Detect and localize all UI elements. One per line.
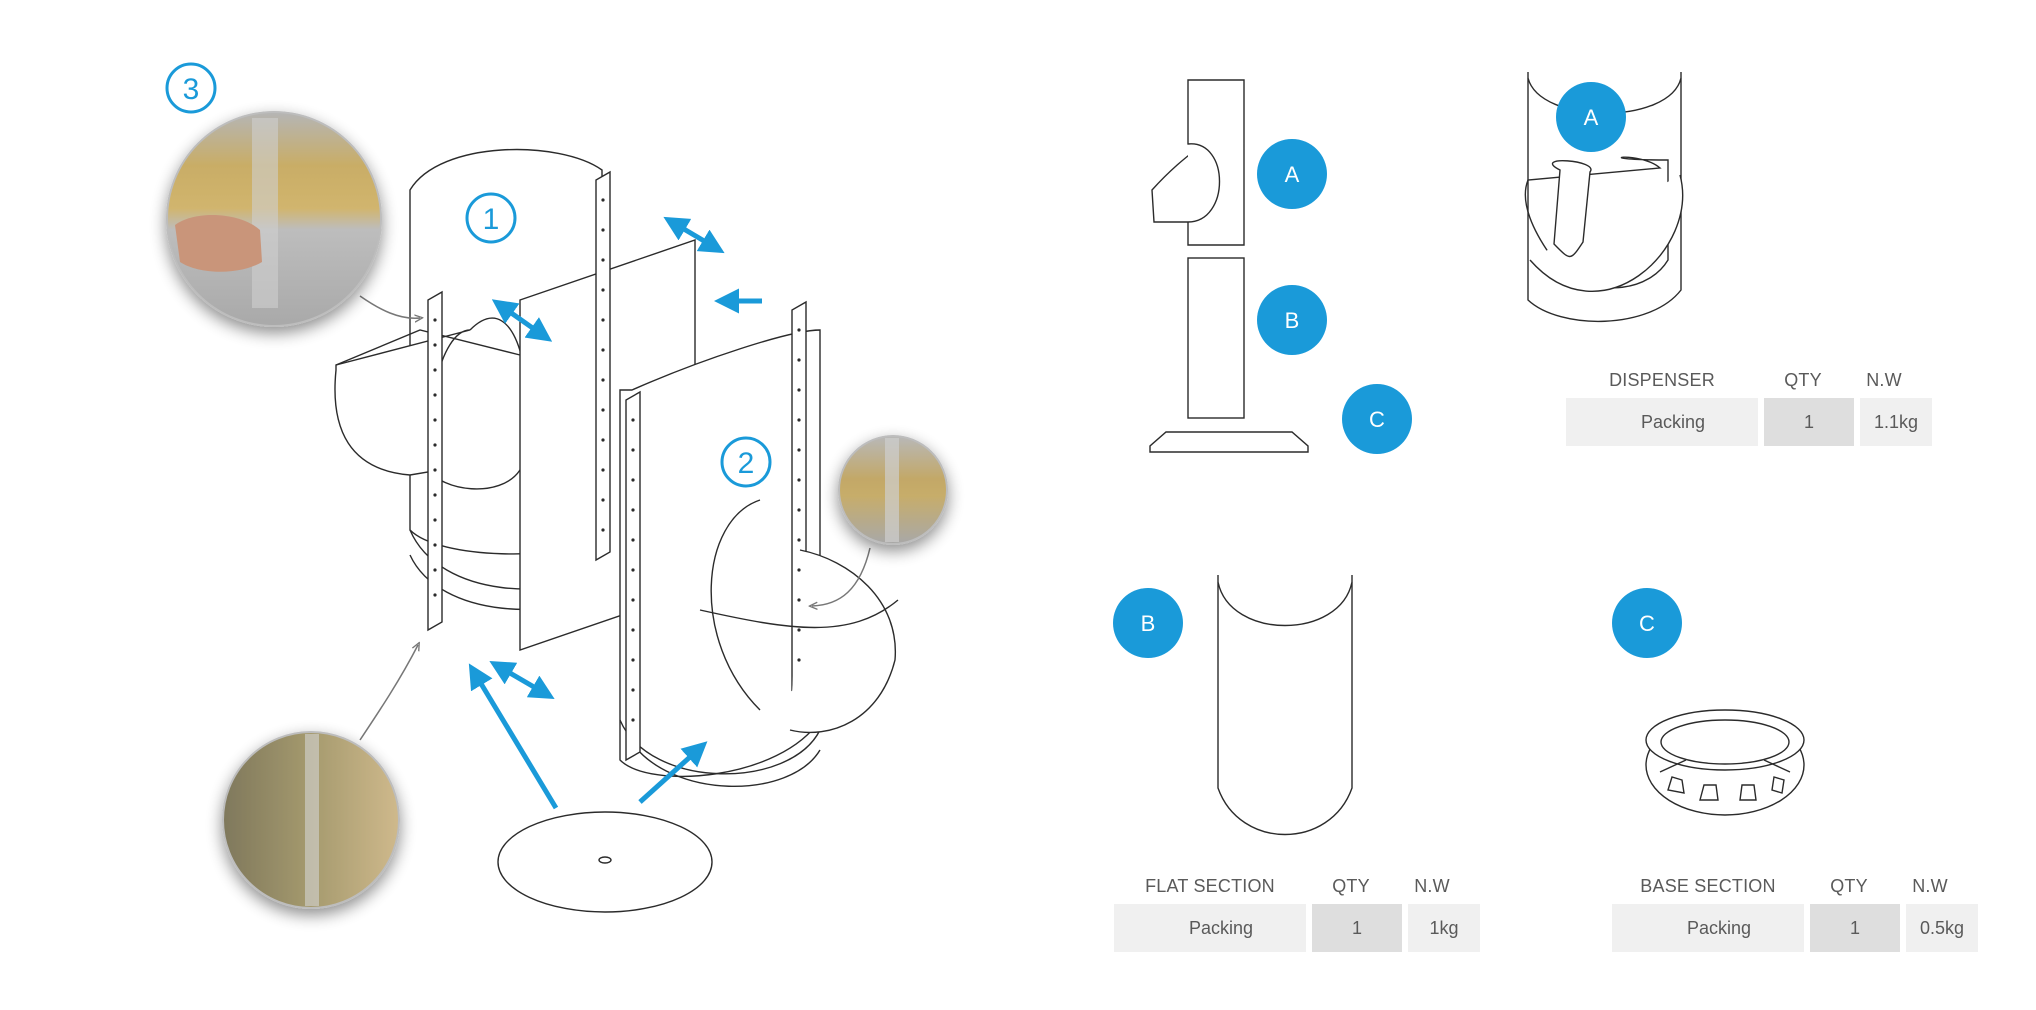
step-label-2-ring [720,436,772,488]
flat-spec-table: FLAT SECTION QTY N.W Packing 1 1kg [1114,868,1480,952]
step-labels: 3 1 2 [165,62,772,488]
double-arrow-bottom [489,660,555,700]
step-label-1-ring [465,192,517,244]
step-label-3-ring [165,62,217,114]
stacked-overview [1149,79,1309,453]
base-row-nw: 0.5kg [1906,904,1978,952]
overview-base [1149,431,1309,453]
base-row-qty: 1 [1810,904,1900,952]
dispenser-bowl-right [789,549,896,734]
perforations [433,198,801,722]
dispenser-badge-label: A [1584,105,1599,130]
flat-row-qty: 1 [1312,904,1402,952]
dispenser-header-qty: QTY [1784,370,1822,390]
base-disc [497,811,713,913]
perforated-strip-left [427,290,443,632]
assembly-arrows [468,216,762,810]
dispenser-row-nw: 1.1kg [1860,398,1932,446]
dispenser-badge: A [1556,82,1626,152]
overview-label-c: C [1369,407,1385,432]
exploded-view [334,148,899,913]
photo-callout-hinge [222,731,400,909]
base-row-label: Packing [1612,904,1804,952]
step-label-3: 3 [183,73,200,106]
callout-arrows [359,295,871,741]
flat-header-title: FLAT SECTION [1145,876,1275,896]
dispenser-row-label: Packing [1566,398,1758,446]
dispenser-header-nw: N.W [1866,370,1902,390]
photo-callout-strip [838,435,948,545]
photo-callout-hand [166,111,382,327]
base-section-drawing [1645,709,1805,816]
flat-row-label: Packing [1114,904,1306,952]
overview-labels: A B C [1257,139,1412,454]
base-badge: C [1612,588,1682,658]
base-spec-table: BASE SECTION QTY N.W Packing 1 0.5kg [1612,868,1978,952]
base-header-nw: N.W [1912,876,1948,896]
double-arrow-top [663,216,725,254]
flat-header-qty: QTY [1332,876,1370,896]
overview-label-a: A [1285,162,1300,187]
flat-badge-label: B [1141,611,1156,636]
base-header-qty: QTY [1830,876,1868,896]
base-header-title: BASE SECTION [1640,876,1776,896]
flat-section-drawing [1217,575,1353,835]
step-label-1: 1 [483,203,500,236]
arrow-base-left [468,663,559,810]
step-label-2: 2 [738,447,755,480]
flat-header-nw: N.W [1414,876,1450,896]
dispenser-row-qty: 1 [1764,398,1854,446]
overview-flat [1187,257,1245,419]
overview-label-b: B [1285,308,1300,333]
flat-badge: B [1113,588,1183,658]
dispenser-spec-table: DISPENSER SECTION QTY N.W Packing 1 1.1k… [1566,362,1932,446]
base-badge-label: C [1639,611,1655,636]
double-arrow-mid [491,299,553,342]
dispenser-cup [1524,156,1669,289]
arrow-base-right [638,741,708,804]
dispenser-header-title: DISPENSER SECTION [1609,370,1715,426]
flat-row-nw: 1kg [1408,904,1480,952]
cylinder-two [619,329,821,778]
